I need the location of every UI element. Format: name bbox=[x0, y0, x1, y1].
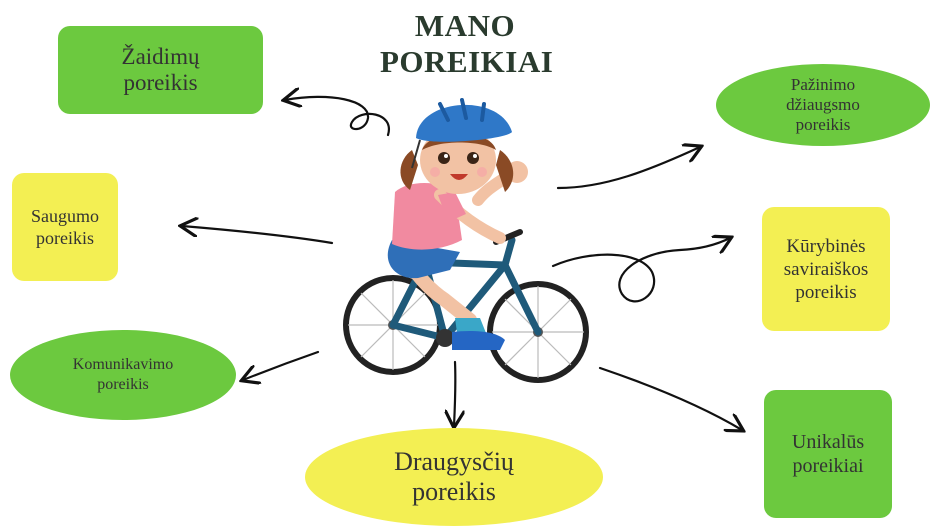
need-pazinimo: Pažinimo džiaugsmo poreikis bbox=[716, 64, 930, 146]
arrow-to-kurybines bbox=[551, 238, 730, 303]
need-saugumo-line-2: poreikis bbox=[35, 228, 94, 248]
arrow-to-zaidimu bbox=[285, 97, 390, 137]
need-saugumo-line-1: Saugumo bbox=[30, 206, 99, 226]
need-zaidimu-line-2: poreikis bbox=[123, 70, 198, 95]
need-saugumo: Saugumo poreikis bbox=[12, 173, 118, 281]
title-line-2: POREIKIAI bbox=[380, 44, 554, 79]
need-zaidimu: Žaidimų poreikis bbox=[58, 26, 263, 114]
need-unikalus-line-2: poreikiai bbox=[792, 455, 864, 477]
arrow-to-saugumo bbox=[182, 226, 334, 245]
need-pazinimo-line-3: poreikis bbox=[795, 115, 851, 134]
need-pazinimo-line-1: Pažinimo bbox=[790, 75, 856, 94]
girl-riding-bicycle-illustration bbox=[343, 98, 589, 383]
need-kurybines-line-2: saviraiškos bbox=[783, 258, 869, 280]
need-draugysciu: Draugysčių poreikis bbox=[305, 428, 603, 526]
need-komunikavimo-line-1: Komunikavimo bbox=[72, 356, 174, 373]
need-pazinimo-line-2: džiaugsmo bbox=[786, 95, 860, 114]
need-unikalus: Unikalūs poreikiai bbox=[764, 390, 892, 518]
need-komunikavimo-line-2: poreikis bbox=[97, 376, 149, 393]
need-unikalus-line-1: Unikalūs bbox=[791, 431, 865, 453]
need-zaidimu-line-1: Žaidimų bbox=[121, 44, 200, 69]
need-komunikavimo: Komunikavimo poreikis bbox=[10, 330, 236, 420]
arrow-to-unikalus bbox=[598, 366, 742, 430]
arrow-to-komunikavimo bbox=[243, 350, 320, 380]
title-line-1: MANO bbox=[414, 8, 516, 43]
arrow-to-pazinimo bbox=[556, 147, 700, 190]
need-kurybines-line-3: poreikis bbox=[795, 281, 857, 303]
page-title: MANO POREIKIAI bbox=[380, 8, 554, 80]
need-kurybines-line-1: Kūrybinės bbox=[786, 235, 866, 257]
need-kurybines: Kūrybinės saviraiškos poreikis bbox=[762, 207, 890, 331]
need-draugysciu-line-2: poreikis bbox=[412, 477, 496, 506]
arrow-to-draugysciu bbox=[454, 360, 455, 426]
need-draugysciu-line-1: Draugysčių bbox=[394, 447, 514, 476]
